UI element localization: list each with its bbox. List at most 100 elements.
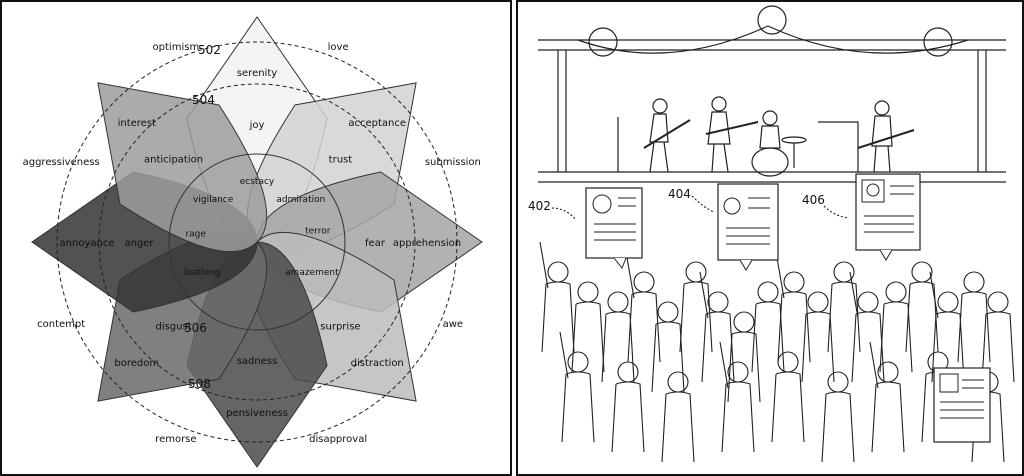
crowd-person-body (627, 291, 661, 363)
crowd-person-head (783, 271, 805, 293)
crowd-person-body (561, 371, 595, 443)
profile-card-bottom-right (933, 367, 991, 443)
crowd-person-body (851, 311, 885, 383)
label-boredom: boredom (114, 358, 159, 369)
crowd-person-head (757, 281, 779, 303)
ref-406: 406 (802, 193, 825, 207)
stage-amps (617, 117, 859, 172)
crowd-person-head (657, 301, 679, 323)
crowd-person-raised-arm (869, 341, 879, 389)
stage-columns (557, 50, 987, 172)
profile-card-406 (855, 173, 921, 261)
label-serenity: serenity (237, 68, 277, 79)
crowd-person-head (963, 271, 985, 293)
crowd-person-head (567, 351, 589, 373)
label-interest: interest (118, 118, 156, 129)
crowd-person-raised-arm (719, 341, 729, 389)
crowd-person-head (777, 351, 799, 373)
label-pensiveness: pensiveness (226, 408, 288, 419)
label-disapproval: disapproval (309, 434, 367, 445)
crowd-person-body (651, 321, 685, 393)
crowd-person-head (707, 291, 729, 313)
label-apprehension: apprehension (393, 238, 461, 249)
crowd-person-head (607, 291, 629, 313)
concert-illustration-svg: 402 404 406 (528, 5, 1015, 463)
crowd-person-body (957, 291, 991, 363)
crowd-person-head (617, 361, 639, 383)
label-anticipation: anticipation (144, 155, 203, 166)
label-sadness: sadness (237, 356, 278, 367)
concert-illustration-panel: 402 404 406 (516, 0, 1024, 476)
label-love: love (328, 42, 349, 53)
crowd-person-body (777, 291, 811, 363)
label-amazement: amazement (285, 268, 339, 278)
label-remorse: remorse (155, 434, 196, 445)
crowd-person-head (937, 291, 959, 313)
crowd-person-head (667, 371, 689, 393)
crowd-person-head (577, 281, 599, 303)
ref-402: 402 (528, 199, 551, 213)
label-contempt: contempt (37, 319, 85, 330)
stage-edge (538, 171, 1006, 183)
stage-arch (577, 25, 969, 54)
crowd-person-head (827, 371, 849, 393)
band-guitarist-left (643, 98, 691, 173)
crowd-person-raised-arm (539, 241, 549, 289)
crowd-person-body (721, 381, 755, 453)
profile-card-404 (717, 183, 779, 271)
ref-404-leader (691, 195, 715, 213)
ref-504: 504 (192, 93, 215, 107)
ref-508: 508 (188, 377, 211, 391)
middle-ring-dashed (98, 83, 416, 401)
crowd-person-body (611, 381, 645, 453)
crowd-person-head (727, 361, 749, 383)
label-acceptance: acceptance (348, 118, 406, 129)
crowd-person-raised-arm (929, 271, 939, 319)
label-joy: joy (249, 120, 265, 131)
crowd-person-body (701, 311, 735, 383)
crowd-person-body (727, 331, 761, 403)
ref-502: 502 (198, 43, 221, 57)
label-ecstacy: ecstacy (240, 177, 275, 187)
label-distraction: distraction (351, 358, 404, 369)
profile-card-402 (585, 187, 643, 269)
petal-anticipation (97, 82, 268, 253)
label-admiration: admiration (276, 195, 325, 205)
crowd-person-raised-arm (849, 271, 859, 319)
crowd-person-body (751, 301, 785, 373)
crowd-person-head (877, 361, 899, 383)
label-optimism: optimism (153, 42, 200, 53)
crowd-person-body (905, 281, 939, 353)
label-trust: trust (329, 155, 353, 166)
crowd (539, 241, 1015, 463)
crowd-person-head (685, 261, 707, 283)
right-lamp (923, 27, 953, 57)
label-disgust: disgust (155, 321, 191, 332)
crowd-person-head (807, 291, 829, 313)
crowd-person-head (733, 311, 755, 333)
label-aggressiveness: aggressiveness (23, 157, 100, 168)
label-rage: rage (185, 230, 206, 240)
crowd-person-head (885, 281, 907, 303)
ref-404: 404 (668, 187, 691, 201)
ref-506: 506 (184, 321, 207, 335)
left-lamp (588, 27, 618, 57)
crowd-person-body (821, 391, 855, 463)
ceiling-ornament (757, 5, 787, 35)
crowd-person-raised-arm (699, 271, 709, 319)
crowd-person-head (987, 291, 1009, 313)
ref-406-leader (823, 205, 849, 219)
crowd-person-body (541, 281, 575, 353)
crowd-person-head (633, 271, 655, 293)
inner-ring (168, 153, 346, 331)
label-annoyance: annoyance (60, 238, 115, 249)
outer-ring-dashed (56, 41, 458, 443)
crowd-person-body (771, 371, 805, 443)
crowd-person-body (601, 311, 635, 383)
crowd-person-body (879, 301, 913, 373)
crowd-person-body (679, 281, 713, 353)
crowd-person-body (571, 301, 605, 373)
crowd-person-body (827, 281, 861, 353)
crowd-person-head (857, 291, 879, 313)
